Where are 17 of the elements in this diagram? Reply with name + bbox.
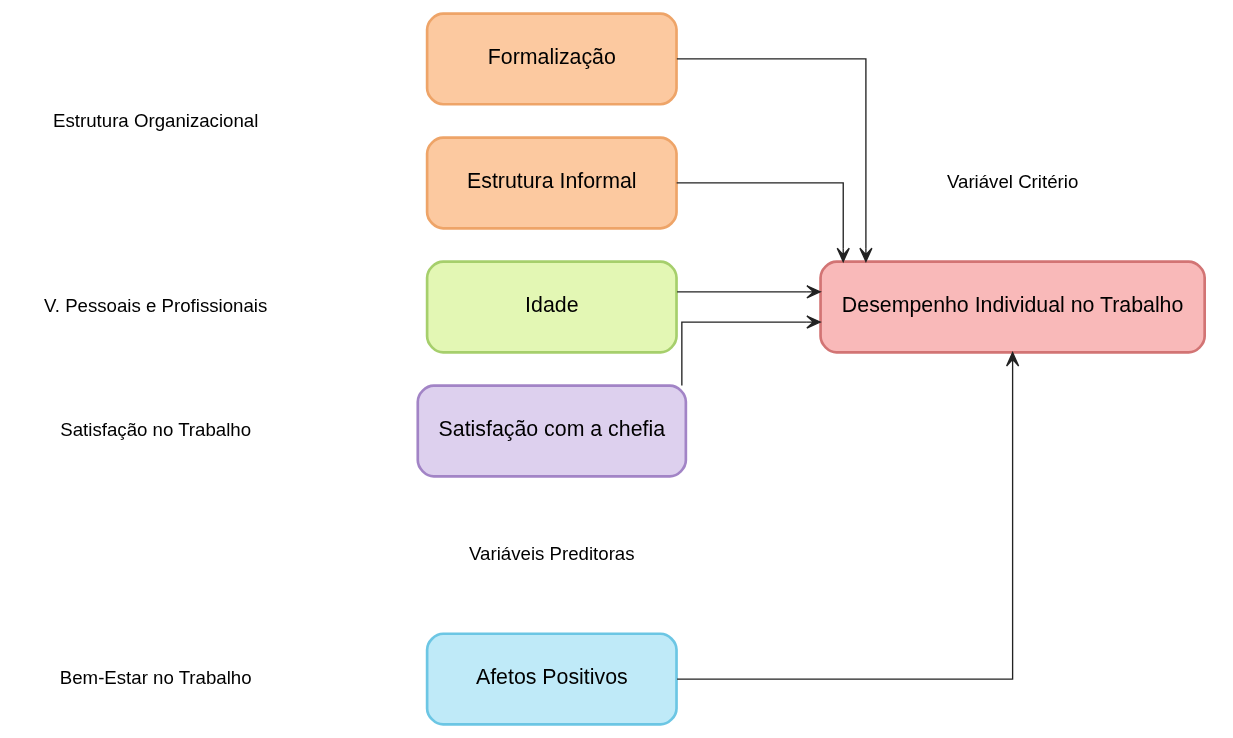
node-box: Estrutura Informal — [425, 136, 678, 230]
arrow — [676, 351, 1020, 680]
arrow — [676, 285, 821, 299]
label: V. Pessoais e Profissionais — [44, 294, 268, 316]
node-box: Satisfação com a chefia — [416, 384, 688, 478]
label: Estrutura Organizacional — [53, 109, 259, 131]
node-box: Afetos Positivos — [425, 632, 678, 726]
label: Bem-Estar no Trabalho — [59, 667, 252, 689]
label: Variáveis Preditoras — [469, 542, 635, 564]
arrow — [676, 58, 873, 263]
arrow — [676, 182, 850, 263]
node-box: Idade — [425, 260, 678, 354]
node-box: Desempenho Individual no Trabalho — [819, 260, 1206, 354]
node-box: Formalização — [425, 12, 678, 106]
label: Satisfação no Trabalho — [60, 418, 252, 440]
label: Variável Critério — [946, 170, 1079, 192]
arrow — [681, 315, 821, 387]
